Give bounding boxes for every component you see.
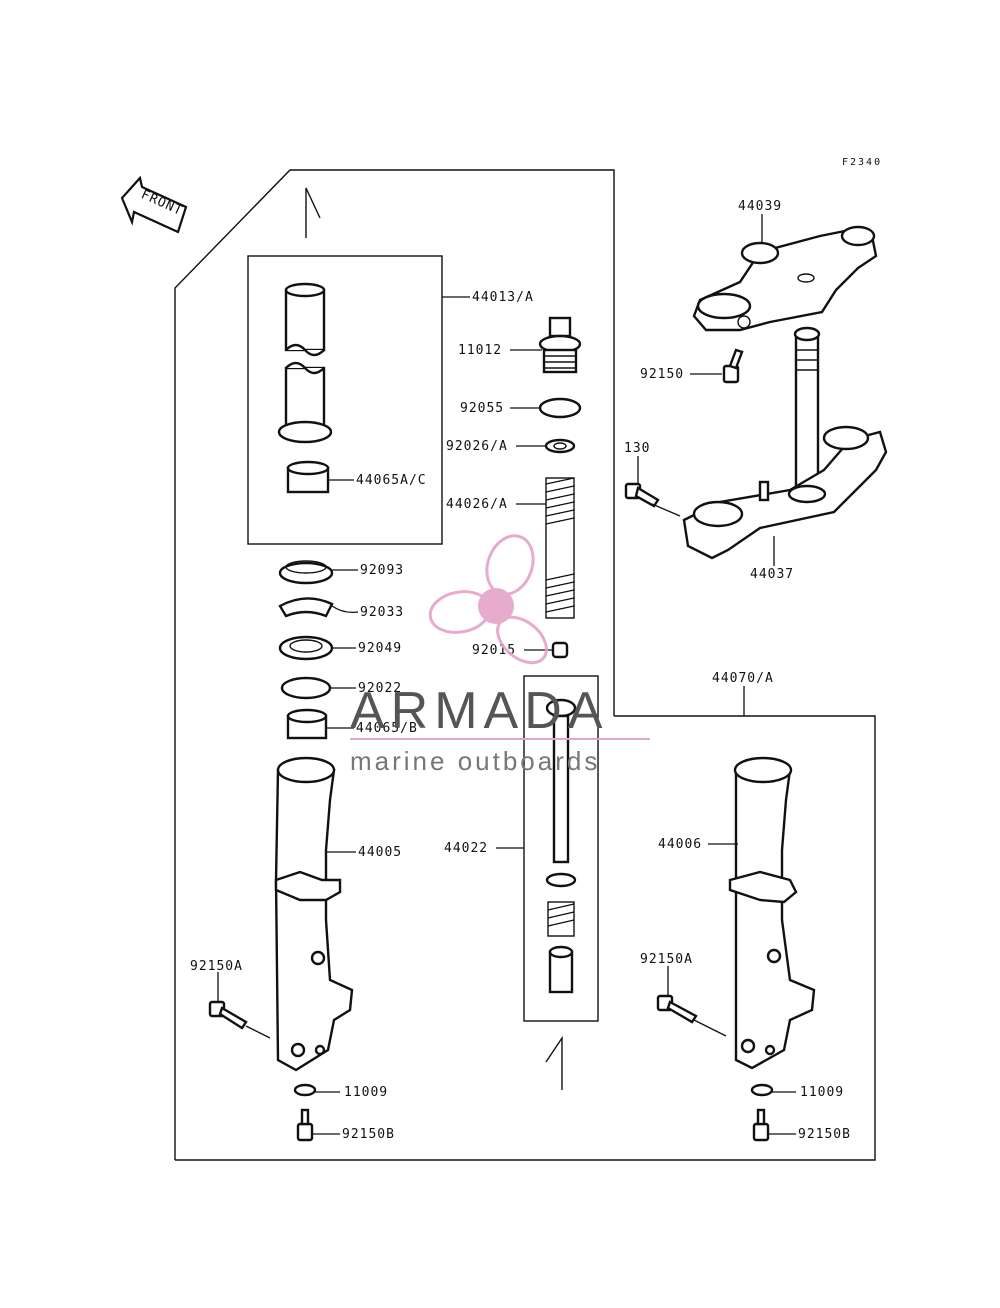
label-92022: 92022 bbox=[358, 681, 402, 696]
label-44005: 44005 bbox=[358, 845, 402, 860]
inner-tube-part bbox=[277, 282, 333, 444]
lower-bracket-part bbox=[682, 326, 888, 560]
oil-seal-92049-part bbox=[278, 635, 334, 661]
label-92015: 92015 bbox=[472, 643, 516, 658]
leader-lines bbox=[217, 214, 796, 1135]
cap-bolt-part bbox=[538, 316, 582, 374]
watermark-brand: ARMADA bbox=[350, 682, 608, 740]
label-92055: 92055 bbox=[460, 401, 504, 416]
nut-92015-part bbox=[551, 641, 569, 659]
label-92026a: 92026/A bbox=[446, 439, 508, 454]
label-92033: 92033 bbox=[360, 605, 404, 620]
bolt-92150-part bbox=[722, 348, 744, 384]
washer-92026-part bbox=[544, 438, 576, 454]
label-92150b-left: 92150B bbox=[342, 1127, 395, 1142]
outer-tube-right-part bbox=[728, 756, 816, 1070]
clip-92033-part bbox=[278, 597, 334, 618]
label-44070a: 44070/A bbox=[712, 671, 774, 686]
label-11012: 11012 bbox=[458, 343, 502, 358]
bolt-92150a-right-part bbox=[656, 994, 698, 1024]
label-92049: 92049 bbox=[358, 641, 402, 656]
washer-11009-right-part bbox=[750, 1083, 774, 1097]
armada-watermark: ARMADA marine outboards bbox=[350, 534, 650, 776]
figure-code: F2340 bbox=[842, 157, 882, 168]
label-130: 130 bbox=[624, 441, 650, 456]
label-92093: 92093 bbox=[360, 563, 404, 578]
upper-bracket-part bbox=[692, 225, 878, 332]
washer-11009-left-part bbox=[293, 1083, 317, 1097]
label-44026a: 44026/A bbox=[446, 497, 508, 512]
o-ring-92055-part bbox=[538, 397, 582, 419]
label-11009-left: 11009 bbox=[344, 1085, 388, 1100]
bushing-44065b-part bbox=[286, 708, 328, 740]
propeller-logo-icon bbox=[428, 534, 548, 665]
front-arrow-icon: FRONT bbox=[120, 175, 188, 234]
watermark-tagline: marine outboards bbox=[350, 746, 600, 776]
damper-rod-part bbox=[545, 698, 577, 994]
spring-44026-part bbox=[545, 477, 575, 619]
bushing-44065ac-part bbox=[286, 460, 330, 494]
label-92150a-right: 92150A bbox=[640, 952, 693, 967]
label-92150: 92150 bbox=[640, 367, 684, 382]
bolt-92150a-left-part bbox=[208, 1000, 248, 1030]
label-44006: 44006 bbox=[658, 837, 702, 852]
label-92150b-right: 92150B bbox=[798, 1127, 851, 1142]
label-92150a-left: 92150A bbox=[190, 959, 243, 974]
bolt-130-part bbox=[624, 482, 660, 508]
label-44022: 44022 bbox=[444, 841, 488, 856]
label-44065b: 44065/B bbox=[356, 721, 418, 736]
kit-box-44013 bbox=[247, 255, 443, 545]
washer-92022-part bbox=[280, 676, 332, 700]
label-44039: 44039 bbox=[738, 199, 782, 214]
label-44013a: 44013/A bbox=[472, 290, 534, 305]
bolt-92150b-right-part bbox=[752, 1108, 770, 1142]
dust-seal-92093-part bbox=[278, 560, 334, 585]
label-11009-right: 11009 bbox=[800, 1085, 844, 1100]
label-44037: 44037 bbox=[750, 567, 794, 582]
label-44065ac: 44065A/C bbox=[356, 473, 427, 488]
outer-tube-left-part bbox=[274, 756, 354, 1072]
bolt-92150b-left-part bbox=[296, 1108, 314, 1142]
